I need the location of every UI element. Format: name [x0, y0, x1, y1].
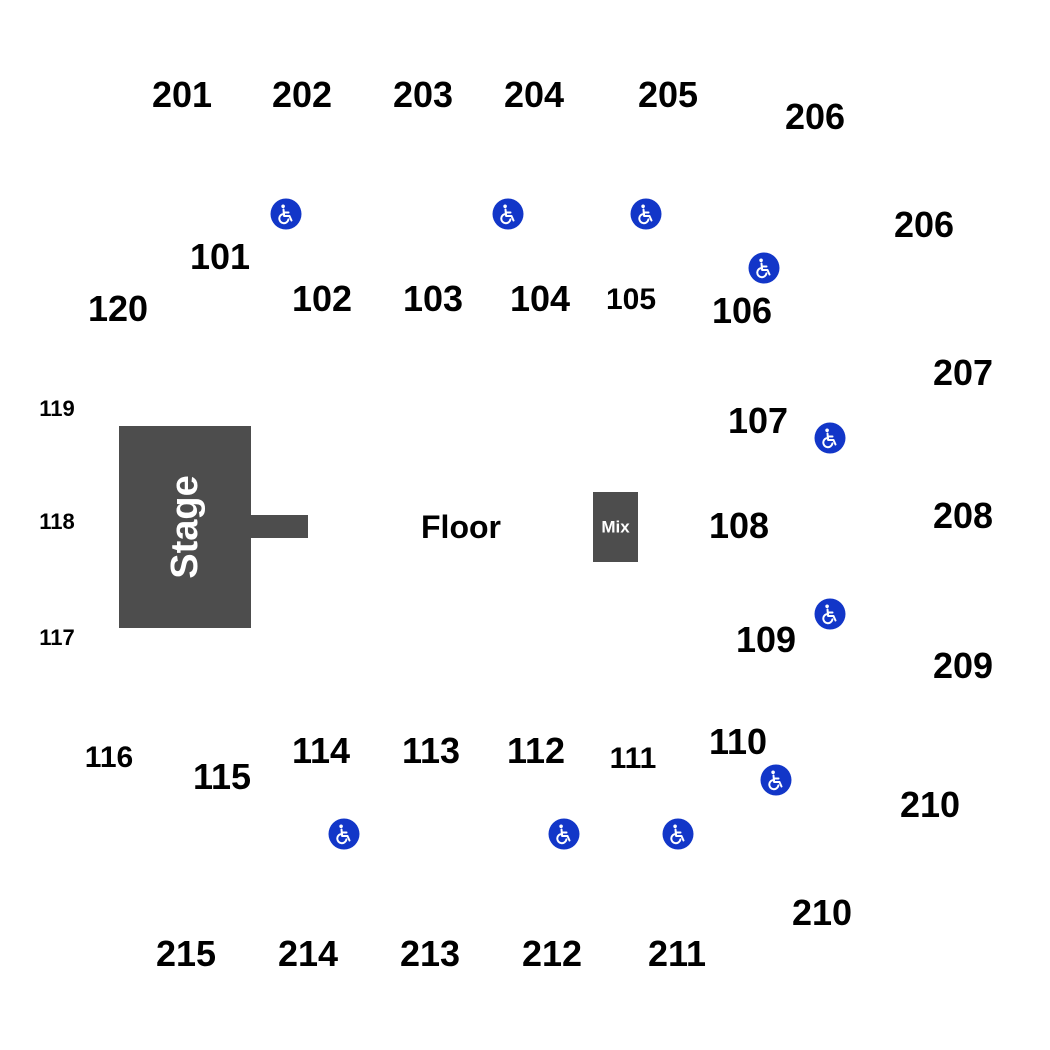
section-102[interactable]: 102: [291, 278, 353, 319]
section-205[interactable]: 205: [637, 74, 699, 115]
section-210-lower[interactable]: 210: [791, 892, 853, 933]
section-118[interactable]: 118: [39, 509, 75, 534]
section-110[interactable]: 110: [708, 721, 768, 762]
section-101[interactable]: 101: [189, 236, 251, 277]
section-109[interactable]: 109: [735, 619, 797, 660]
section-214[interactable]: 214: [277, 933, 339, 974]
section-115[interactable]: 115: [192, 756, 252, 797]
wheelchair-icon: [328, 818, 360, 850]
wheelchair-icon: [548, 818, 580, 850]
wheelchair-icon: [630, 198, 662, 230]
section-207[interactable]: 207: [932, 352, 994, 393]
section-107[interactable]: 107: [727, 400, 789, 441]
section-211[interactable]: 211: [647, 933, 707, 974]
section-104[interactable]: 104: [509, 278, 571, 319]
section-212[interactable]: 212: [521, 933, 583, 974]
section-210-upper[interactable]: 210: [899, 784, 961, 825]
section-206-lower[interactable]: 206: [893, 204, 955, 245]
section-108[interactable]: 108: [708, 505, 770, 546]
section-203[interactable]: 203: [392, 74, 454, 115]
section-113[interactable]: 113: [401, 730, 461, 771]
section-204[interactable]: 204: [503, 74, 565, 115]
stage: Stage: [119, 426, 251, 628]
wheelchair-icon: [492, 198, 524, 230]
wheelchair-icon: [270, 198, 302, 230]
section-215[interactable]: 215: [155, 933, 217, 974]
floor-section[interactable]: Floor: [421, 509, 501, 545]
section-208[interactable]: 208: [932, 495, 994, 536]
section-213[interactable]: 213: [399, 933, 461, 974]
section-206-upper[interactable]: 206: [784, 96, 846, 137]
section-106[interactable]: 106: [711, 290, 773, 331]
section-116[interactable]: 116: [84, 741, 134, 774]
section-103[interactable]: 103: [402, 278, 464, 319]
wheelchair-icon: [748, 252, 780, 284]
stage-label: Stage: [164, 475, 206, 579]
section-120[interactable]: 120: [87, 288, 149, 329]
wheelchair-icon: [814, 422, 846, 454]
stage-thrust: [250, 515, 308, 538]
section-105[interactable]: 105: [605, 283, 657, 316]
section-112[interactable]: 112: [506, 730, 566, 771]
section-201[interactable]: 201: [151, 74, 213, 115]
section-117[interactable]: 117: [39, 625, 75, 650]
section-202[interactable]: 202: [271, 74, 333, 115]
section-209[interactable]: 209: [932, 645, 994, 686]
mix-label: Mix: [601, 517, 630, 537]
mix-position: Mix: [593, 492, 638, 562]
wheelchair-icon: [662, 818, 694, 850]
section-119[interactable]: 119: [39, 396, 75, 421]
section-111[interactable]: 111: [609, 742, 657, 775]
wheelchair-icon: [760, 764, 792, 796]
section-114[interactable]: 114: [291, 730, 351, 771]
wheelchair-icon: [814, 598, 846, 630]
